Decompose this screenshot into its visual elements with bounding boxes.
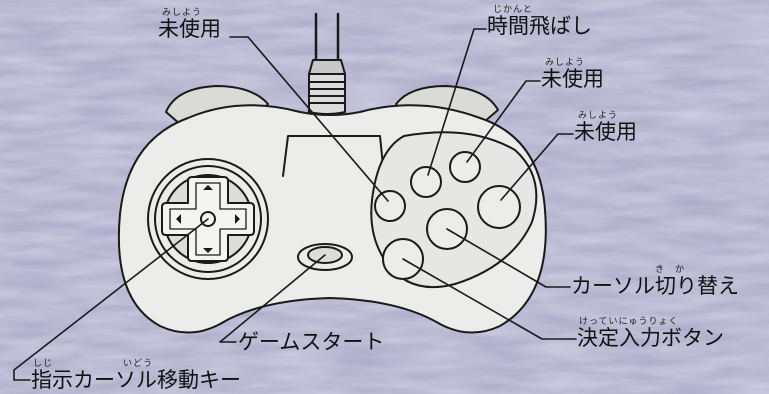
cable-connector: [308, 59, 346, 115]
leader-unused-top: [229, 36, 389, 202]
dpad-left-arrow: [176, 214, 181, 224]
leader-cursor-move: [13, 218, 209, 381]
label-time-skip-text: 時間飛ばし: [487, 14, 592, 38]
leader-confirm: [402, 258, 577, 340]
label-cursor-move-ruby: しじ いどう: [33, 359, 154, 369]
center-slot: [282, 135, 385, 177]
label-unused-right-ruby: みしよう: [578, 111, 619, 121]
button-unused-mid: [449, 151, 481, 183]
leader-cursor-switch: [446, 228, 571, 288]
label-cursor-switch: き か カーソル切り替え: [571, 266, 739, 297]
start-button-well: [297, 243, 353, 271]
controller-cable: [314, 12, 340, 62]
label-game-start-text: ゲームスタート: [238, 330, 385, 354]
leader-time-skip: [427, 28, 487, 176]
label-time-skip-ruby: じかんと: [493, 5, 534, 15]
label-game-start: ゲームスタート: [238, 332, 384, 353]
label-unused-right: みしよう 未使用: [574, 112, 637, 143]
label-confirm-button-text: 決定入力ボタン: [577, 326, 724, 350]
button-time-skip: [410, 166, 442, 198]
label-unused-mid-ruby: みしよう: [545, 58, 586, 68]
leader-unused-mid: [466, 80, 541, 163]
label-cursor-move: しじ いどう 指示カーソル移動キー: [31, 360, 241, 391]
label-unused-right-text: 未使用: [574, 120, 637, 144]
label-cursor-switch-text: カーソル切り替え: [571, 274, 739, 298]
dpad-center: [200, 211, 216, 227]
label-unused-top: みしよう 未使用: [158, 9, 221, 40]
leader-lines: [13, 28, 577, 381]
label-confirm-button-ruby: けっていにゅうりょく: [579, 317, 679, 327]
button-unused-right: [477, 185, 521, 229]
dpad-ring-inner: [154, 165, 262, 273]
label-cursor-move-text: 指示カーソル移動キー: [31, 368, 241, 392]
label-cursor-switch-ruby: き か: [655, 265, 686, 275]
label-confirm-button: けっていにゅうりょく 決定入力ボタン: [577, 318, 724, 349]
leader-game-start: [219, 254, 326, 343]
dpad-right-arrow: [235, 214, 240, 224]
leader-unused-right: [500, 133, 574, 201]
dpad-down-arrow: [203, 248, 213, 253]
button-unused-left: [374, 190, 406, 222]
label-time-skip: じかんと 時間飛ばし: [487, 6, 592, 37]
label-unused-top-text: 未使用: [158, 17, 221, 41]
label-unused-mid: みしよう 未使用: [541, 59, 604, 90]
label-unused-mid-text: 未使用: [541, 67, 604, 91]
label-unused-top-ruby: みしよう: [162, 8, 203, 18]
dpad-up-arrow: [203, 185, 213, 190]
